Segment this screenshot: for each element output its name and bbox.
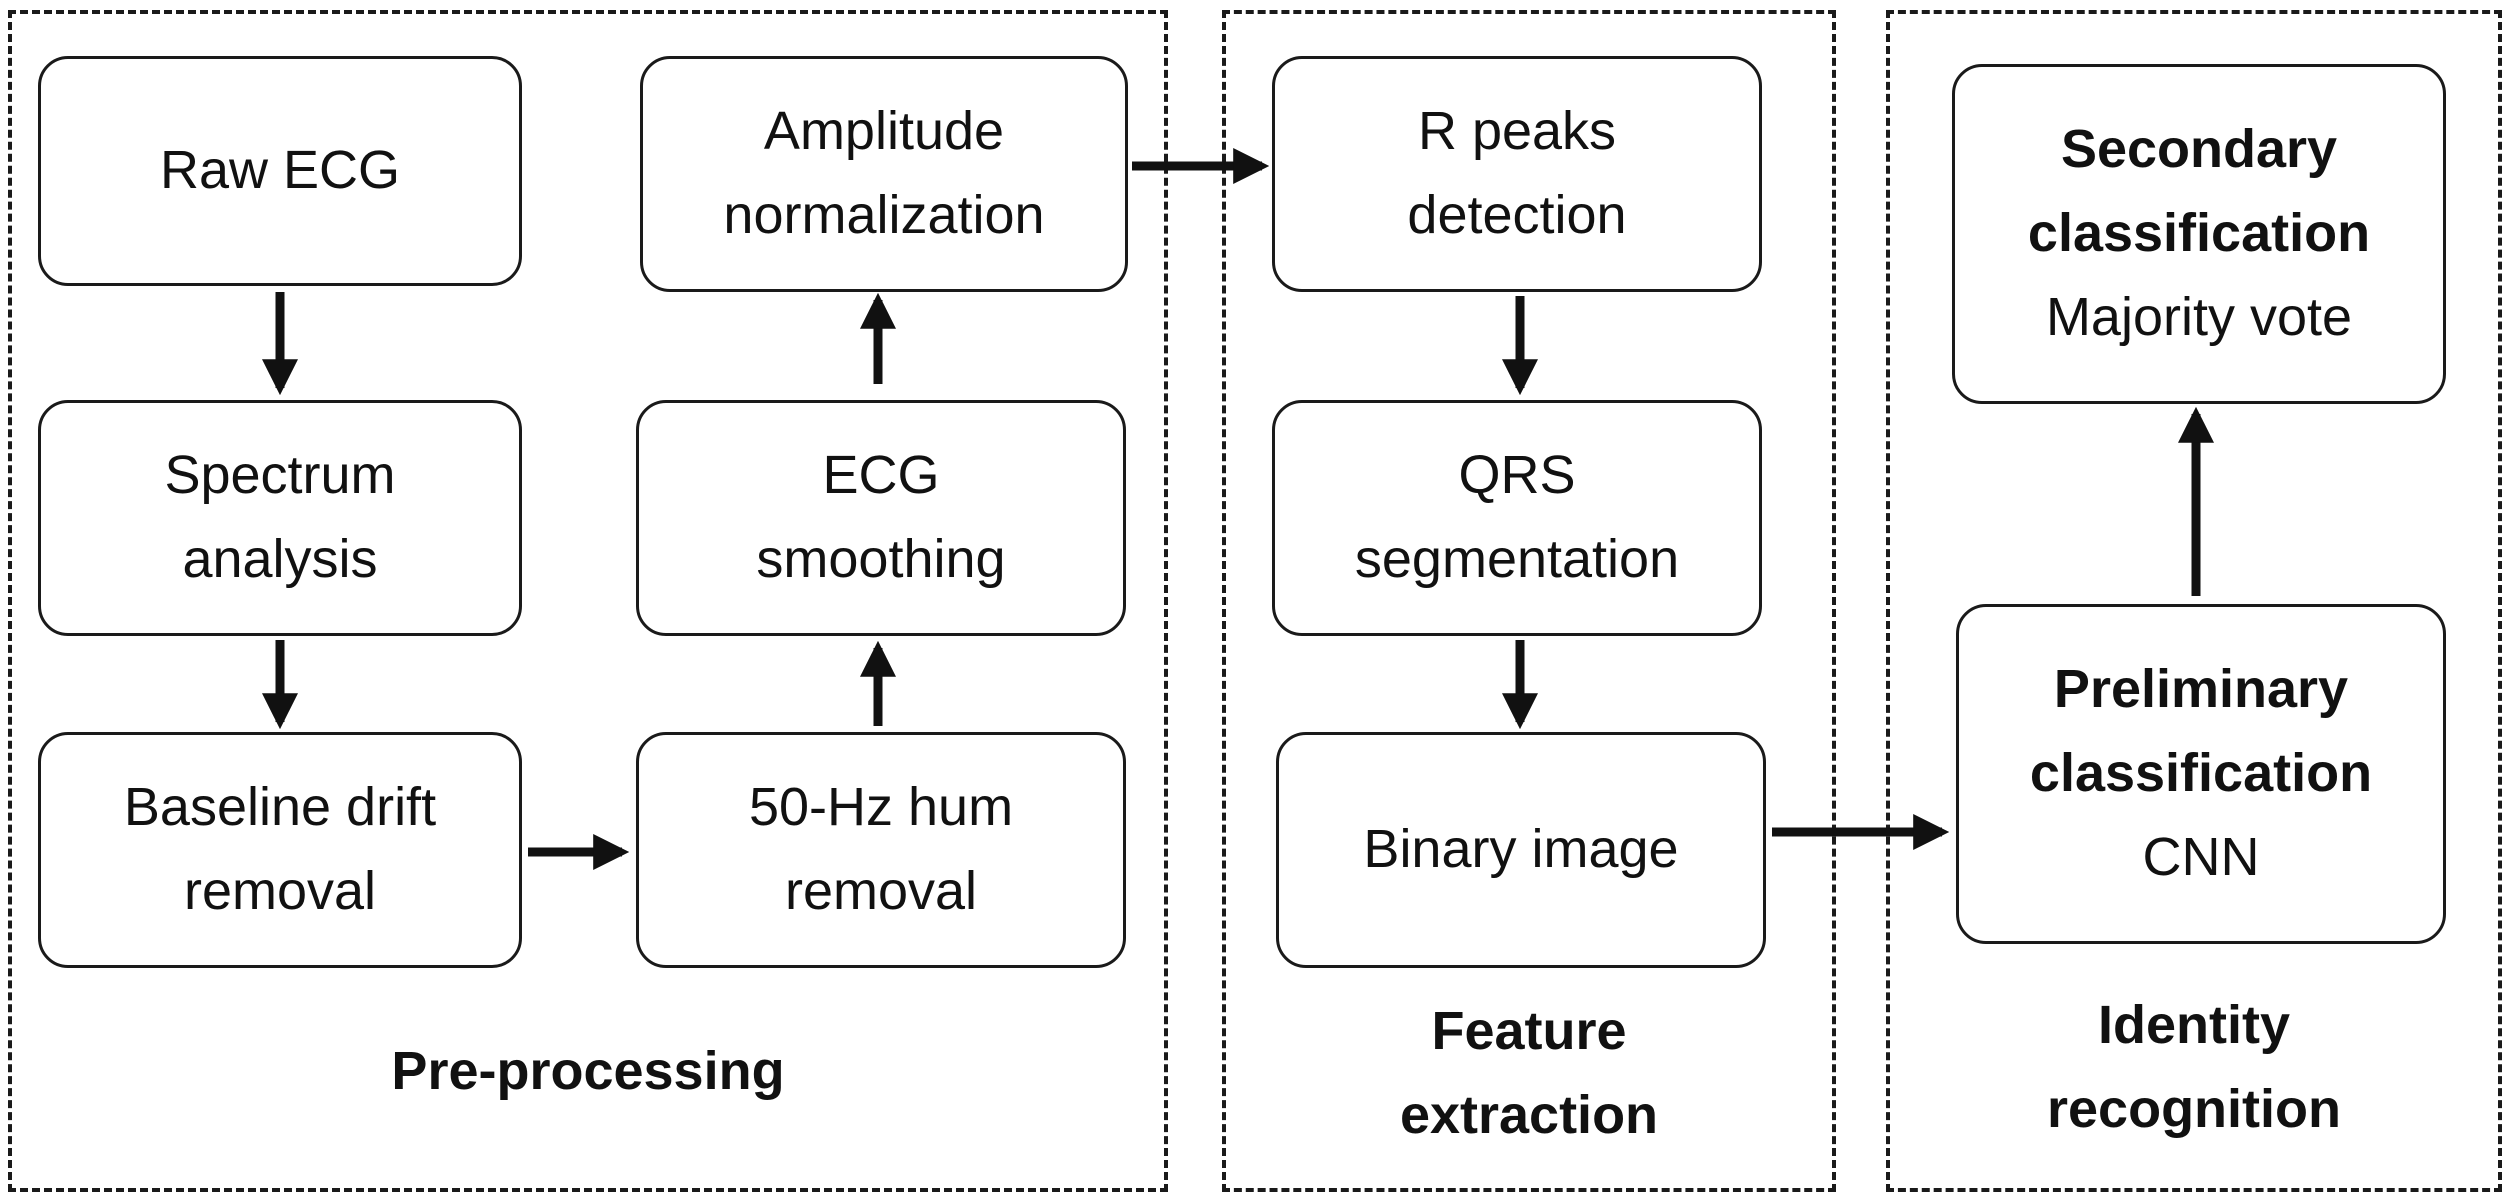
- raw-ecg-label: Raw ECG: [159, 140, 401, 201]
- feature-extraction-group-label: Feature extraction: [1222, 990, 1836, 1157]
- preliminary-label-line1: Preliminary: [2053, 659, 2349, 720]
- baseline-drift-label-line2: removal: [183, 861, 377, 921]
- feature-extraction-group: [1222, 10, 1836, 1192]
- baseline-drift-label-line1: Baseline drift: [123, 777, 437, 838]
- preliminary-classification-box: Preliminary classification CNN: [1956, 604, 2446, 944]
- hum-removal-label-line1: 50-Hz hum: [748, 777, 1014, 838]
- secondary-classification-box: Secondary classification Majority vote: [1952, 64, 2446, 404]
- r-peaks-label-line2: detection: [1407, 185, 1627, 245]
- baseline-drift-removal-box: Baseline drift removal: [38, 732, 522, 968]
- spectrum-analysis-label-line2: analysis: [182, 529, 378, 589]
- secondary-label-line2: classification: [2027, 203, 2371, 264]
- preprocessing-group: [8, 10, 1168, 1192]
- binary-image-label: Binary image: [1363, 819, 1679, 880]
- hum-removal-box: 50-Hz hum removal: [636, 732, 1126, 968]
- r-peaks-detection-box: R peaks detection: [1272, 56, 1762, 292]
- amplitude-label-line1: Amplitude: [763, 101, 1005, 162]
- raw-ecg-box: Raw ECG: [38, 56, 522, 286]
- secondary-method-label: Majority vote: [2045, 286, 2353, 347]
- qrs-segmentation-box: QRS segmentation: [1272, 400, 1762, 636]
- r-peaks-label-line1: R peaks: [1417, 101, 1617, 162]
- qrs-label-line1: QRS: [1458, 445, 1576, 506]
- spectrum-analysis-box: Spectrum analysis: [38, 400, 522, 636]
- amplitude-label-line2: normalization: [723, 185, 1045, 245]
- ecg-smoothing-label-line1: ECG: [822, 445, 940, 506]
- qrs-label-line2: segmentation: [1354, 529, 1680, 589]
- ecg-smoothing-box: ECG smoothing: [636, 400, 1126, 636]
- preliminary-method-label: CNN: [2142, 826, 2260, 887]
- hum-removal-label-line2: removal: [784, 861, 978, 921]
- feature-extraction-label-line1: Feature: [1431, 1001, 1627, 1061]
- amplitude-normalization-box: Amplitude normalization: [640, 56, 1128, 292]
- identity-recognition-group: [1886, 10, 2502, 1192]
- secondary-label-line1: Secondary: [2060, 119, 2338, 180]
- identity-label-line2: recognition: [2047, 1078, 2341, 1139]
- preliminary-label-line2: classification: [2029, 743, 2373, 804]
- identity-recognition-group-label: Identity recognition: [1886, 984, 2502, 1151]
- spectrum-analysis-label-line1: Spectrum: [164, 445, 396, 506]
- feature-extraction-label-line2: extraction: [1399, 1084, 1659, 1145]
- binary-image-box: Binary image: [1276, 732, 1766, 968]
- identity-label-line1: Identity: [2097, 995, 2290, 1055]
- preprocessing-group-label: Pre-processing: [391, 1041, 785, 1101]
- ecg-smoothing-label-line2: smoothing: [756, 529, 1006, 589]
